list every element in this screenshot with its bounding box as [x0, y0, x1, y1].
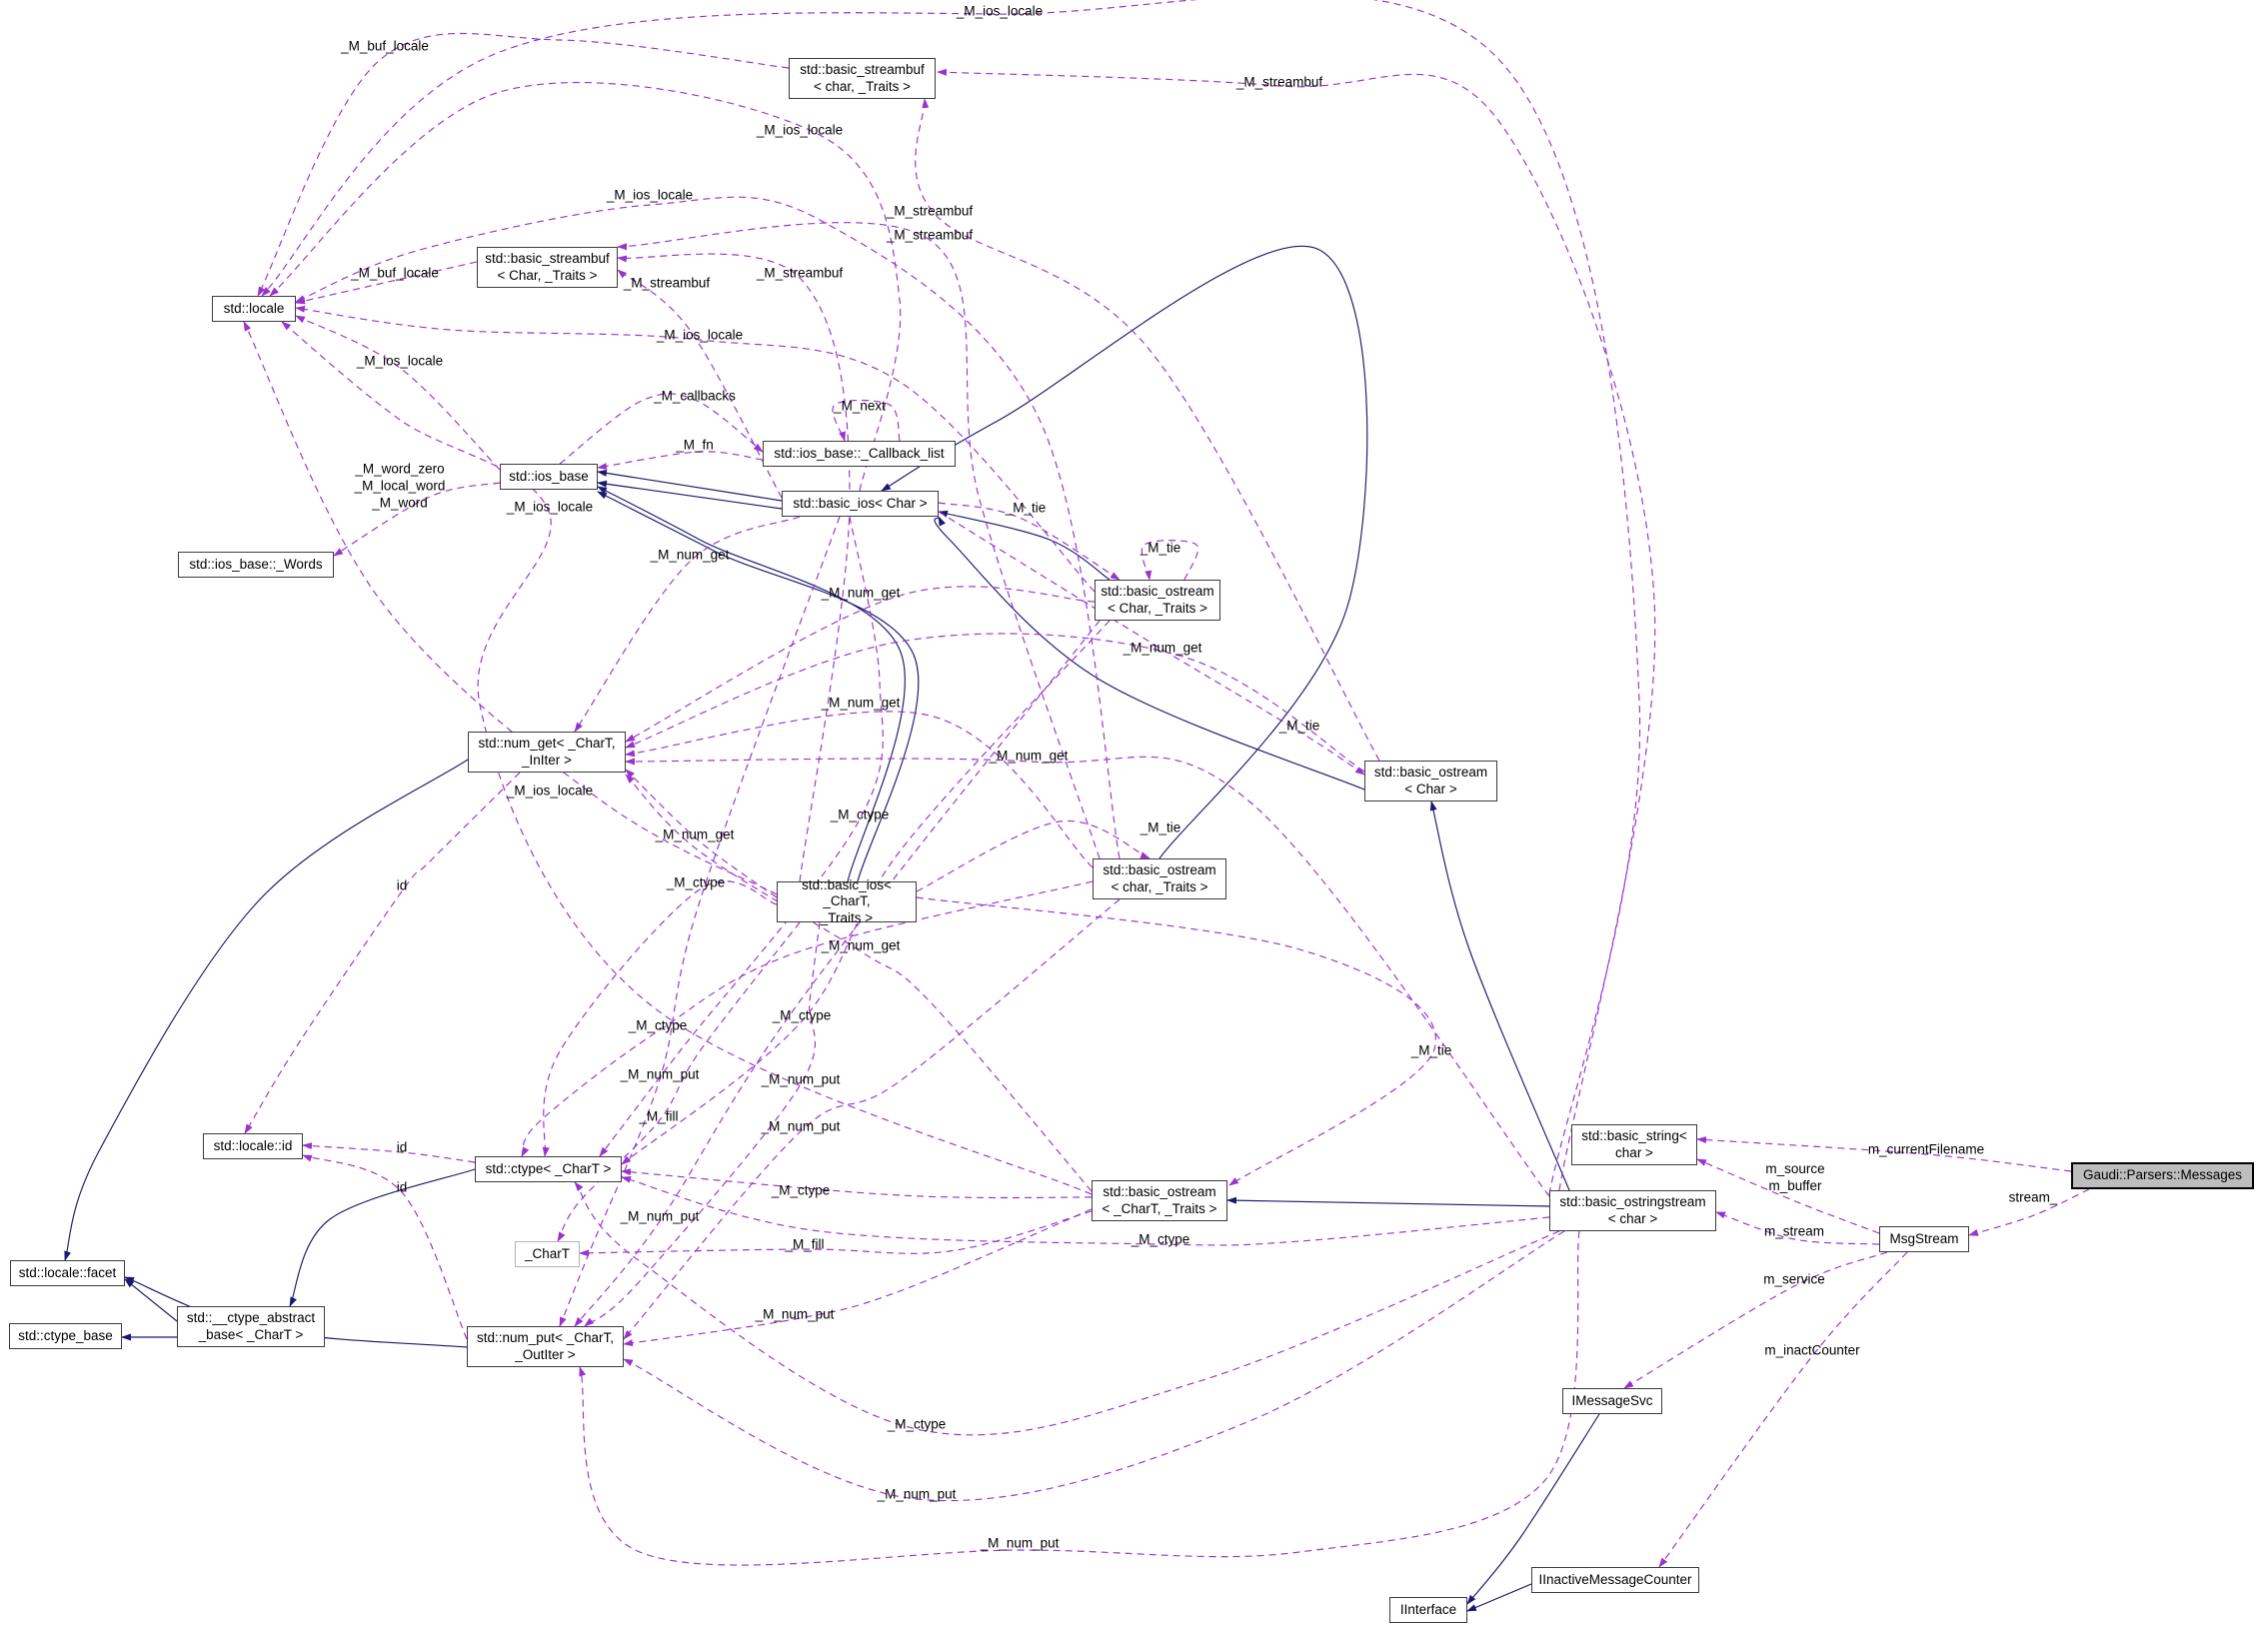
- usage-edge: [295, 196, 1121, 859]
- node-basic_string[interactable]: std::basic_string< char >: [1571, 1124, 1697, 1165]
- usage-edge: [623, 1230, 1565, 1502]
- node-num_get[interactable]: std::num_get< _CharT, _InIter >: [468, 732, 626, 773]
- inheritance-edge: [597, 480, 783, 510]
- node-callback_list[interactable]: std::ios_base::_Callback_list: [763, 441, 956, 467]
- node-streambuf_char[interactable]: std::basic_streambuf < char, _Traits >: [789, 58, 936, 99]
- node-CharT: _CharT: [515, 1241, 580, 1267]
- usage-edge: [579, 1210, 1093, 1257]
- usage-edge: [1140, 540, 1199, 581]
- node-iinactive[interactable]: IInactiveMessageCounter: [1531, 1567, 1699, 1593]
- usage-edge: [257, 32, 790, 297]
- node-ctype_abstract[interactable]: std::__ctype_abstract _base< _CharT >: [177, 1306, 325, 1347]
- usage-edge: [625, 586, 1096, 743]
- usage-edge: [625, 769, 778, 898]
- node-streambuf_Char[interactable]: std::basic_streambuf < Char, _Traits >: [477, 247, 618, 288]
- usage-edge: [295, 305, 1096, 593]
- usage-edge: [625, 756, 1550, 1197]
- node-basic_ios_Char[interactable]: std::basic_ios< Char >: [782, 491, 939, 517]
- node-ostream_CharT[interactable]: std::basic_ostream < _CharT, _Traits >: [1092, 1180, 1227, 1221]
- usage-edge: [1623, 1251, 1888, 1389]
- usage-edge: [938, 502, 1121, 581]
- node-ostream_char_Traits[interactable]: std::basic_ostream < char, _Traits >: [1093, 858, 1226, 899]
- usage-edge: [1658, 1251, 1908, 1568]
- usage-edge: [584, 921, 821, 1327]
- inheritance-edge: [1429, 801, 1570, 1191]
- usage-edge: [597, 451, 764, 471]
- usage-edge: [1968, 1188, 2090, 1236]
- node-facet[interactable]: std::locale::facet: [10, 1260, 125, 1286]
- inheritance-edge: [64, 759, 469, 1261]
- usage-edge: [557, 921, 801, 1242]
- usage-edge: [937, 68, 1656, 1191]
- usage-edge: [599, 516, 884, 1157]
- node-ostringstream[interactable]: std::basic_ostringstream < char >: [1549, 1190, 1716, 1231]
- node-basic_ios_CharT[interactable]: std::basic_ios< _CharT, _Traits >: [777, 877, 917, 925]
- usage-edge: [574, 620, 1101, 1327]
- usage-edge: [574, 516, 801, 733]
- inheritance-edge: [289, 1168, 476, 1307]
- usage-edge: [1715, 1211, 1880, 1245]
- usage-edge: [243, 321, 778, 895]
- usage-edge: [542, 880, 778, 1157]
- node-imessagesvc[interactable]: IMessageSvc: [1562, 1388, 1662, 1414]
- usage-edge: [269, 81, 902, 492]
- usage-edge: [915, 98, 1380, 762]
- usage-edge: [938, 511, 1365, 776]
- usage-edge: [617, 269, 783, 499]
- usage-edge: [302, 1142, 476, 1163]
- inheritance-edge: [597, 491, 920, 882]
- usage-edge: [621, 1168, 1093, 1199]
- node-locale_id[interactable]: std::locale::id: [203, 1133, 303, 1159]
- node-msgstream[interactable]: MsgStream: [1879, 1226, 1969, 1252]
- usage-edge: [295, 315, 501, 471]
- usage-edge: [559, 516, 841, 1327]
- usage-edge: [621, 1175, 1550, 1246]
- inheritance-edge: [934, 516, 1365, 791]
- usage-edge: [623, 1208, 1093, 1347]
- node-ios_base[interactable]: std::ios_base: [500, 464, 598, 490]
- usage-edge: [916, 896, 1436, 1186]
- inheritance-edge: [1466, 1413, 1600, 1605]
- usage-edge: [916, 819, 1150, 892]
- usage-edge: [625, 774, 1093, 1192]
- usage-edge: [625, 711, 1094, 868]
- usage-edge: [295, 261, 478, 305]
- node-ctype[interactable]: std::ctype< _CharT >: [475, 1156, 622, 1182]
- inheritance-edge: [1466, 1583, 1532, 1612]
- usage-edge: [623, 898, 1121, 1340]
- usage-edge: [625, 633, 1365, 773]
- inheritance-edge: [1226, 1196, 1550, 1207]
- usage-edge: [261, 0, 1641, 1195]
- node-words[interactable]: std::ios_base::_Words: [178, 552, 334, 578]
- node-ostream_Char[interactable]: std::basic_ostream < Char >: [1364, 761, 1497, 802]
- usage-edge: [559, 393, 764, 465]
- node-iinterface[interactable]: IInterface: [1389, 1597, 1467, 1623]
- usage-edge: [832, 399, 901, 442]
- usage-edge: [302, 1154, 468, 1340]
- usage-edge: [1696, 1136, 2072, 1172]
- inheritance-edge: [597, 469, 783, 502]
- usage-edge: [244, 772, 521, 1134]
- inheritance-edge: [938, 510, 1111, 581]
- inheritance-edge: [881, 245, 1368, 859]
- usage-edge: [617, 222, 1101, 859]
- node-ctype_base[interactable]: std::ctype_base: [9, 1323, 122, 1349]
- node-gaudi: Gaudi::Parsers::Messages: [2071, 1162, 2254, 1189]
- inheritance-edge: [124, 1278, 178, 1322]
- usage-edge: [521, 880, 1094, 1157]
- node-num_put[interactable]: std::num_put< _CharT, _OutIter >: [467, 1326, 624, 1367]
- inheritance-edge: [597, 486, 906, 882]
- node-ostream_Char_Traits[interactable]: std::basic_ostream < Char, _Traits >: [1095, 580, 1220, 621]
- usage-edge: [617, 253, 851, 882]
- usage-edge: [1696, 1158, 1880, 1234]
- usage-edge: [579, 1230, 1580, 1566]
- usage-edge: [333, 482, 501, 557]
- node-locale[interactable]: std::locale: [212, 296, 296, 322]
